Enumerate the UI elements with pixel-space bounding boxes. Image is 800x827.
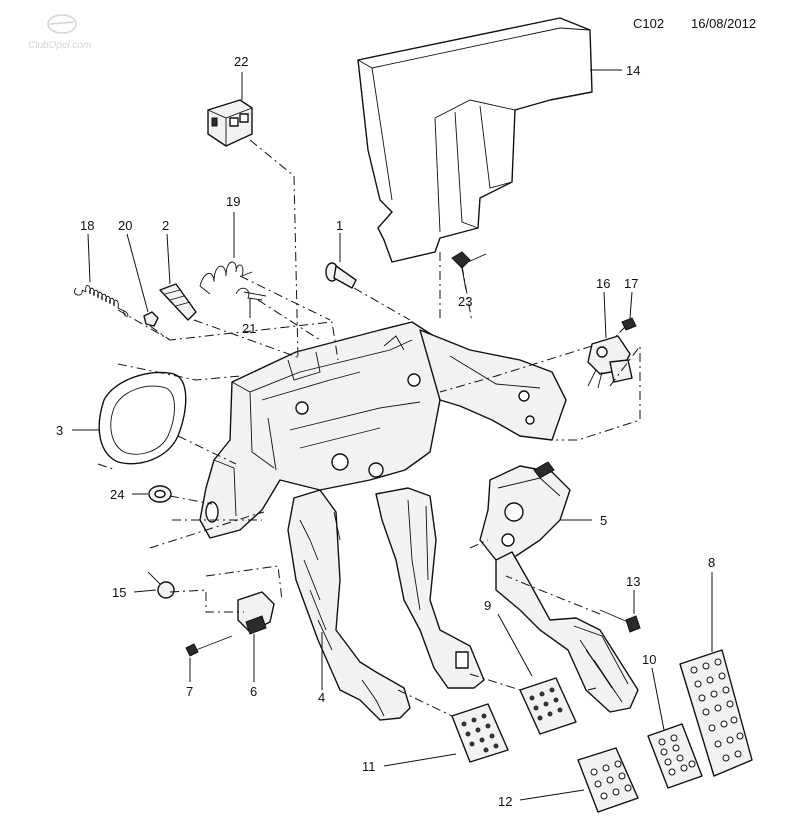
diagram-code: C102: [633, 16, 665, 31]
part-14-cover: [357, 17, 593, 263]
part-18-spring: [74, 285, 129, 317]
bracket-arm: [419, 329, 567, 441]
part-3-gasket: [98, 371, 187, 465]
leader-lines: [72, 69, 713, 801]
part-24-bushing: [148, 485, 172, 503]
part-15-bolt: [147, 571, 175, 599]
part-10-pedal-pad: [647, 723, 703, 789]
callout-13: 13: [626, 574, 640, 589]
part-9-pedal: [375, 487, 485, 689]
part-11-pedal-pad: [451, 703, 509, 763]
callout-9: 9: [484, 598, 491, 613]
part-13-screw: [599, 609, 641, 633]
callout-12: 12: [498, 794, 512, 809]
part-8-pedal-pad: [679, 649, 753, 777]
watermark-logo: ClubOpel.com: [28, 14, 91, 51]
callout-17: 17: [624, 276, 638, 291]
part-21-clip: [235, 287, 267, 301]
callout-1: 1: [336, 218, 343, 233]
callout-4: 4: [318, 690, 325, 705]
callout-24: 24: [110, 487, 124, 502]
part-4-pedal: [287, 489, 411, 721]
callout-3: 3: [56, 423, 63, 438]
callout-20: 20: [118, 218, 132, 233]
assembly-lines: [97, 139, 641, 717]
part-2-pin: [159, 283, 197, 321]
part-19-spring: [199, 261, 253, 295]
part-20-clip: [143, 311, 159, 327]
part-23-screw: [451, 251, 487, 269]
part-22-connector: [207, 99, 253, 147]
part-12-pedal-pad: [577, 747, 639, 813]
part-5-throttle-sensor: [479, 461, 571, 561]
callout-22: 22: [234, 54, 248, 69]
callout-7: 7: [186, 684, 193, 699]
callout-11: 11: [362, 759, 376, 774]
callout-8: 8: [708, 555, 715, 570]
pedal-bracket: [199, 321, 441, 539]
callout-15: 15: [112, 585, 126, 600]
callout-6: 6: [250, 684, 257, 699]
callout-14: 14: [626, 63, 640, 78]
callout-labels: 14 22 19 1 2 20 18 21 23 16 17 3 24 5 13…: [56, 54, 715, 809]
part-9-pedal-pad: [519, 677, 577, 735]
part-1-screw: [325, 262, 357, 289]
callout-2: 2: [162, 218, 169, 233]
callout-21: 21: [242, 321, 256, 336]
callout-19: 19: [226, 194, 240, 209]
accelerator-pedal: [495, 551, 639, 713]
part-7-screw: [185, 635, 233, 657]
svg-text:ClubOpel.com: ClubOpel.com: [28, 40, 91, 51]
part-6-switch: [237, 591, 275, 635]
part-16-sensor: [587, 335, 633, 389]
callout-5: 5: [600, 513, 607, 528]
callout-10: 10: [642, 652, 656, 667]
diagram-date: 16/08/2012: [691, 16, 757, 31]
callout-23: 23: [458, 294, 472, 309]
callout-18: 18: [80, 218, 94, 233]
callout-16: 16: [596, 276, 610, 291]
